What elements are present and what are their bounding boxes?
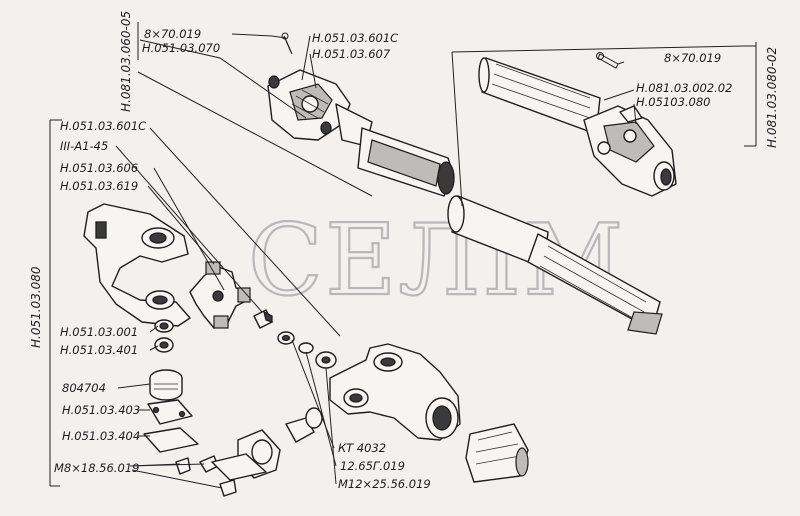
label-top-mid-code-b: Н.051.03.607 xyxy=(312,47,391,61)
labels: 8×70.019 Н.051.03.070 Н.051.03.601С Н.05… xyxy=(29,11,779,491)
label-left-404: Н.051.03.404 xyxy=(62,429,140,443)
label-left-606: Н.051.03.606 xyxy=(60,161,138,175)
bolts-m8 xyxy=(175,455,237,497)
washers-left xyxy=(154,319,174,353)
label-vert-main-assembly: Н.051.03.080 xyxy=(29,266,43,348)
right-shaft xyxy=(478,57,601,135)
label-left-601: Н.051.03.601С xyxy=(60,119,146,133)
gasket-404 xyxy=(143,427,199,453)
label-right-ref: 8×70.019 xyxy=(664,51,721,65)
left-yoke xyxy=(83,203,191,327)
label-left-m8: М8×18.56.019 xyxy=(54,461,139,475)
label-left-401: Н.051.03.401 xyxy=(60,343,138,357)
bushing xyxy=(465,423,529,483)
label-top-left-ref: 8×70.019 xyxy=(144,27,201,41)
label-bottom-kt: КТ 4032 xyxy=(338,441,386,455)
label-left-619: Н.051.03.619 xyxy=(60,179,138,193)
label-bottom-m12: М12×25.56.019 xyxy=(338,477,431,491)
label-left-001: Н.051.03.001 xyxy=(60,325,138,339)
cotter-pin-right xyxy=(596,52,619,69)
seal-804704 xyxy=(149,369,183,401)
label-right-code-b: Н.05103.080 xyxy=(636,95,711,109)
label-left-804704: 804704 xyxy=(62,381,106,395)
fork-housing xyxy=(329,343,461,441)
cotter-pin-left xyxy=(281,32,293,55)
label-left-403: Н.051.03.403 xyxy=(62,403,140,417)
label-vert-left-assembly: Н.081.03.060-05 xyxy=(119,11,133,112)
cross-spider xyxy=(189,261,251,329)
top-shaft-sleeve xyxy=(357,127,455,197)
label-left-iii: III-А1-45 xyxy=(60,139,108,153)
cover-plate-403 xyxy=(147,399,193,425)
leader-lines xyxy=(49,22,757,489)
label-vert-right-assembly: Н.081.03.080-02 xyxy=(765,47,779,148)
label-top-mid-code-a: Н.051.03.601С xyxy=(312,31,398,45)
label-bottom-1265: 12.65Г.019 xyxy=(340,459,405,473)
label-top-left-code-a: Н.051.03.070 xyxy=(142,41,220,55)
right-cardan-joint xyxy=(583,105,677,197)
nut-and-washers xyxy=(277,331,337,369)
piston-cylinder xyxy=(211,407,323,481)
top-cardan-joint xyxy=(267,69,373,147)
middle-telescopic-shaft xyxy=(447,195,663,335)
label-right-code-a: Н.081.03.002.02 xyxy=(636,81,732,95)
